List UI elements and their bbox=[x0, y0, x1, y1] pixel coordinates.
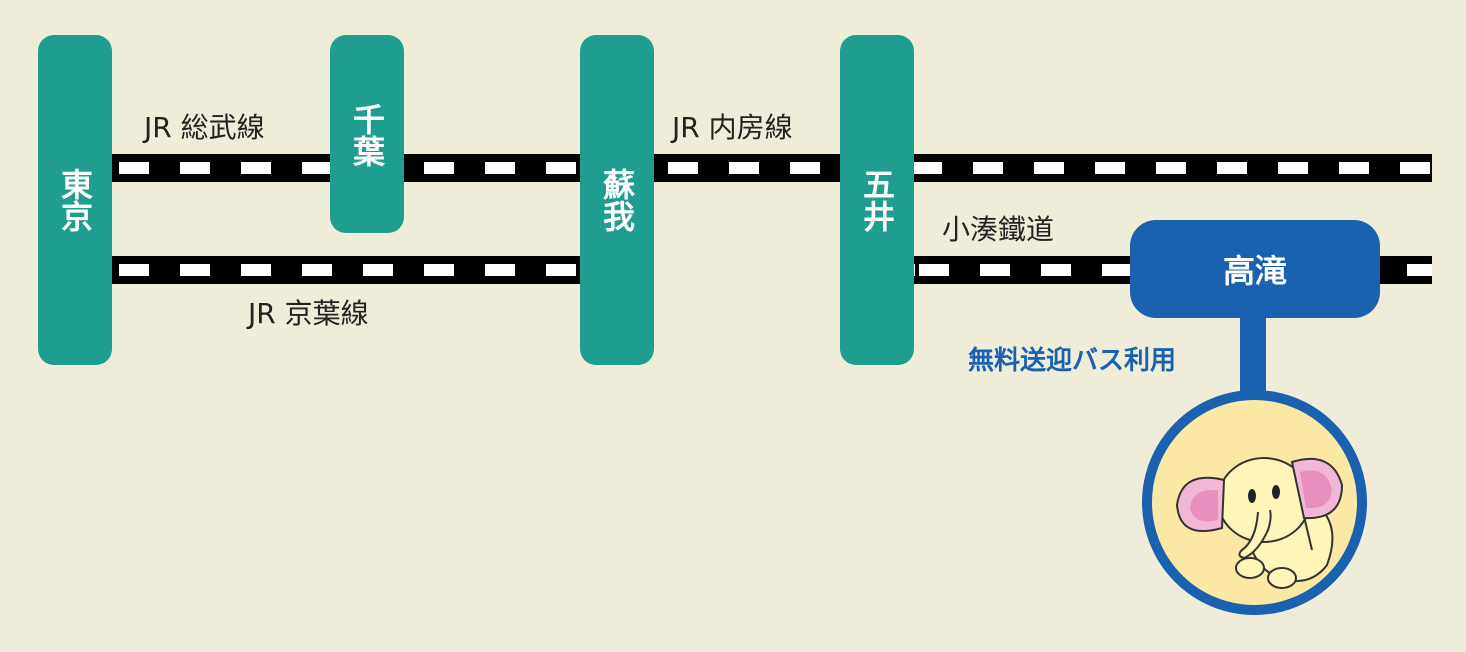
station-chiba-label: 千葉 bbox=[348, 103, 386, 167]
line-label-sobu: JR 総武線 bbox=[144, 111, 265, 144]
mascot-circle bbox=[1142, 390, 1367, 615]
line-label-keiyo: JR 京葉線 bbox=[248, 297, 369, 330]
destination-label: 高滝 bbox=[1222, 252, 1287, 290]
free-bus-note: 無料送迎バス利用 bbox=[968, 346, 1177, 376]
track-sobu-uchibo bbox=[110, 154, 1432, 182]
station-chiba: 千葉 bbox=[330, 35, 404, 233]
destination-takataki: 高滝 bbox=[1130, 220, 1380, 318]
station-soga-label: 蘇我 bbox=[598, 168, 636, 232]
station-tokyo: 東京 bbox=[38, 35, 112, 365]
line-label-uchibo: JR 内房線 bbox=[672, 111, 793, 144]
elephant-mascot-icon bbox=[1175, 457, 1344, 589]
station-soga: 蘇我 bbox=[580, 35, 654, 365]
station-tokyo-label: 東京 bbox=[56, 168, 94, 232]
line-label-kominato: 小湊鐵道 bbox=[942, 213, 1055, 246]
station-goi: 五井 bbox=[840, 35, 914, 365]
station-goi-label: 五井 bbox=[858, 168, 896, 232]
track-keiyo bbox=[110, 256, 590, 284]
